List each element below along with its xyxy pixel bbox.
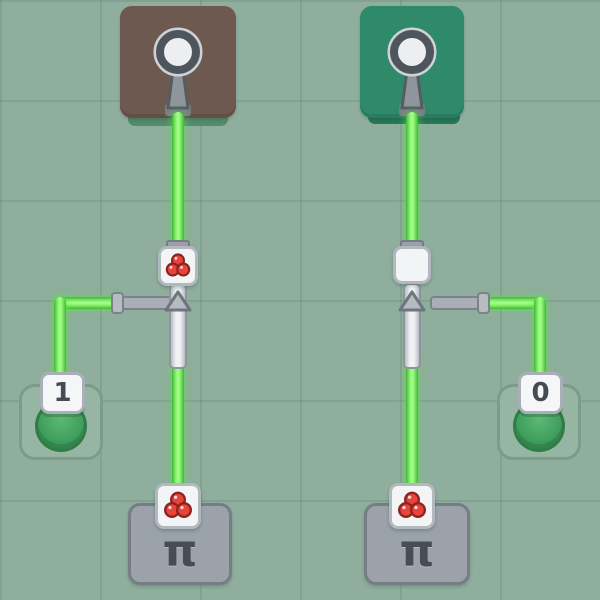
button-label: 0	[531, 378, 550, 408]
cherries-icon	[398, 491, 426, 518]
pi-label: π	[162, 526, 198, 577]
lamp-icon	[387, 27, 437, 116]
wire-segment	[172, 360, 184, 496]
blank-filter-box-right[interactable]	[393, 246, 431, 284]
wire-segment	[54, 297, 116, 309]
wire-segment	[486, 297, 546, 309]
pipe-cap	[111, 292, 124, 314]
pi-label: π	[399, 526, 435, 577]
cherries-icon	[165, 253, 191, 277]
cherry-filter-box-left[interactable]	[158, 246, 198, 286]
cherries-icon	[164, 491, 192, 518]
button-label-plate[interactable]: 1	[40, 372, 85, 414]
arrow-up-icon	[164, 290, 192, 312]
wire-segment	[534, 297, 546, 381]
wire-segment	[54, 297, 66, 381]
arrow-up-icon	[398, 290, 426, 312]
wire-segment	[172, 112, 184, 254]
cherry-output-box-left[interactable]	[155, 483, 201, 529]
button-label-plate[interactable]: 0	[518, 372, 563, 414]
branch-pipe-right	[430, 296, 482, 310]
cherry-output-box-right[interactable]	[389, 483, 435, 529]
wire-segment	[406, 112, 418, 254]
pipe-cap	[477, 292, 490, 314]
button-label: 1	[53, 378, 72, 408]
wire-segment	[406, 360, 418, 496]
lamp-icon	[153, 27, 203, 116]
